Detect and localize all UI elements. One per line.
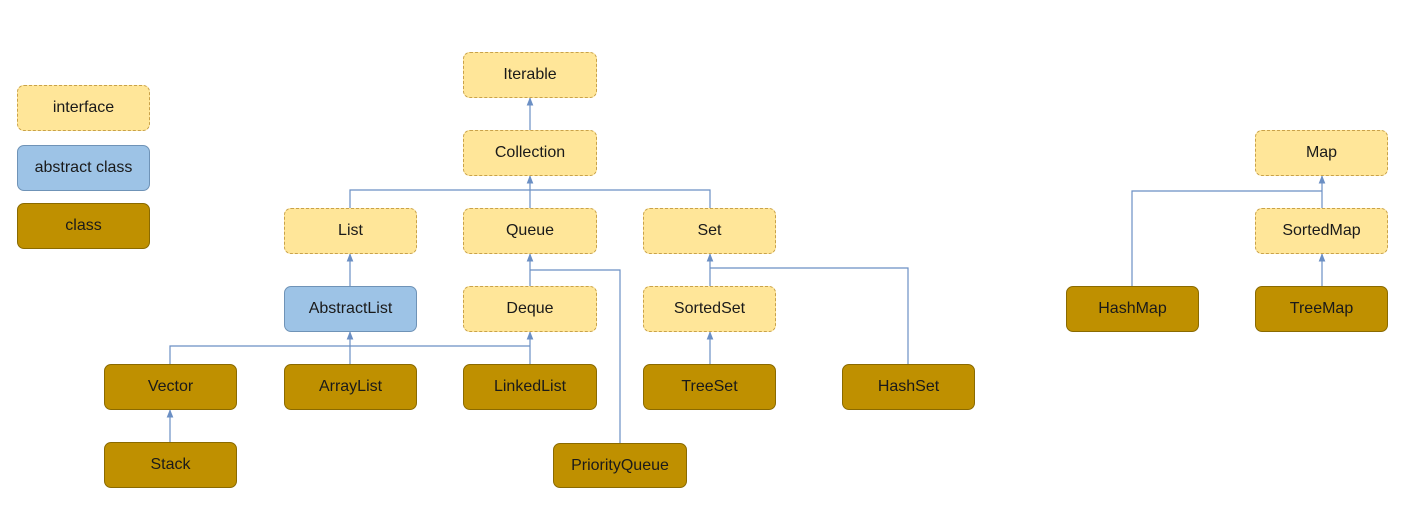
node-list[interactable]: List [284,208,417,254]
node-hashset[interactable]: HashSet [842,364,975,410]
node-sortedmap[interactable]: SortedMap [1255,208,1388,254]
legend-abstract-class: abstract class [17,145,150,191]
node-linkedlist[interactable]: LinkedList [463,364,597,410]
node-hashmap[interactable]: HashMap [1066,286,1199,332]
edge-list-collection [349,189,530,208]
node-stack[interactable]: Stack [104,442,237,488]
edge-set-collection [530,189,711,208]
edge-priorityqueue-queue [530,269,621,443]
node-iterable[interactable]: Iterable [463,52,597,98]
edge-hashmap-map [1131,190,1322,286]
node-deque[interactable]: Deque [463,286,597,332]
edge-hashset-set [710,267,909,364]
legend-interface: interface [17,85,150,131]
node-treemap[interactable]: TreeMap [1255,286,1388,332]
node-map[interactable]: Map [1255,130,1388,176]
legend-class: class [17,203,150,249]
node-set[interactable]: Set [643,208,776,254]
node-sortedset[interactable]: SortedSet [643,286,776,332]
edge-vector-abstractlist [169,345,350,364]
node-collection[interactable]: Collection [463,130,597,176]
node-treeset[interactable]: TreeSet [643,364,776,410]
node-vector[interactable]: Vector [104,364,237,410]
node-arraylist[interactable]: ArrayList [284,364,417,410]
node-queue[interactable]: Queue [463,208,597,254]
node-abstractlist[interactable]: AbstractList [284,286,417,332]
node-priorityqueue[interactable]: PriorityQueue [553,443,687,488]
